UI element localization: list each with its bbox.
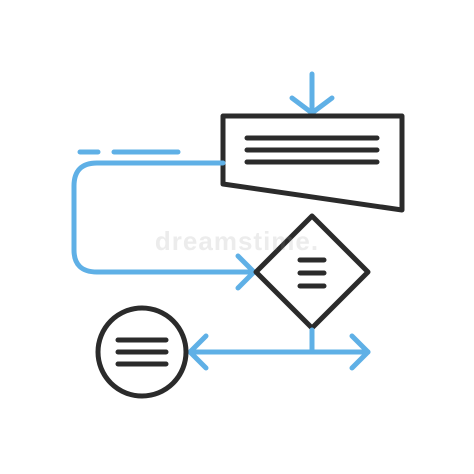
process-block-icon	[220, 113, 405, 213]
incoming-arrow-icon	[289, 71, 335, 116]
arrowhead-left-icon	[187, 333, 209, 371]
branch-connector	[187, 327, 371, 371]
arrowhead-right-icon	[349, 333, 371, 371]
loop-connector	[71, 149, 257, 291]
terminal-circle-icon	[95, 305, 189, 399]
decision-diamond-icon	[253, 213, 371, 331]
